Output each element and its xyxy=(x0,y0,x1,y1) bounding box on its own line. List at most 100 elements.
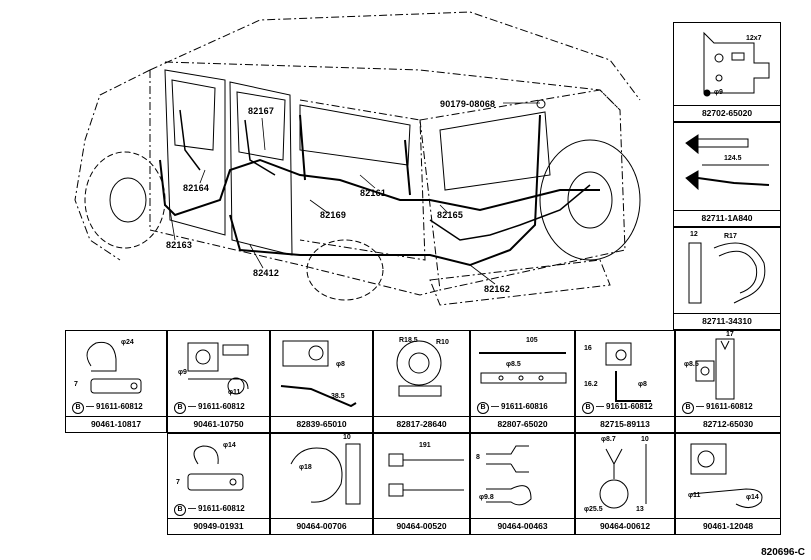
side-part-82702-65020: 12x7 φ9 82702-65020 xyxy=(673,22,781,122)
front-wheel-hub xyxy=(109,177,147,223)
part-number: 90464-00520 xyxy=(374,518,469,534)
roof-outline xyxy=(149,11,641,101)
callout-82167: 82167 xyxy=(248,106,275,116)
wire-harness xyxy=(159,158,600,217)
dim-124-5: 124.5 xyxy=(724,155,742,162)
bolt-symbol-icon: B xyxy=(682,402,694,414)
callout-82165: 82165 xyxy=(437,210,464,220)
strap-drawing xyxy=(688,242,766,304)
part-number: 90949-01931 xyxy=(168,518,269,534)
dimension-label: φ24 xyxy=(121,339,134,346)
dimension-label: 13 xyxy=(636,506,644,513)
wire-harness-2 xyxy=(229,114,541,267)
dimension-label: φ11 xyxy=(688,492,701,499)
bolt-symbol-icon: B xyxy=(174,402,186,414)
window-rear xyxy=(236,91,286,161)
dim-phi9: φ9 xyxy=(714,89,723,96)
window-front xyxy=(171,79,216,151)
dimension-label: 7 xyxy=(74,381,78,388)
bolt-number: 91611-60812 xyxy=(96,402,143,411)
front-wheel xyxy=(84,151,166,249)
spare-tire xyxy=(539,139,641,261)
part-drawing xyxy=(690,443,763,508)
callout-82161: 82161 xyxy=(360,188,387,198)
dimension-label: 16 xyxy=(584,345,592,352)
dimension-label: 10 xyxy=(343,434,351,441)
side-part-82711-1A840: 124.5 82711-1A840 xyxy=(673,122,781,227)
dimension-label: 8 xyxy=(476,454,480,461)
part-number: 82839-65010 xyxy=(271,416,372,432)
rear-window xyxy=(439,111,551,191)
bolt-number: 91611-60812 xyxy=(198,402,245,411)
bolt-number: 91611-60812 xyxy=(198,504,245,513)
dim-12: 12 xyxy=(690,231,698,238)
reference-code: 820696-C xyxy=(761,547,805,558)
dimension-label: φ25.5 xyxy=(584,506,603,513)
dimension-label: φ8 xyxy=(336,361,345,368)
part-cell-90464-00612: φ8.7 10 φ25.5 13 90464-00612 xyxy=(575,433,675,535)
dimension-label: φ8.5 xyxy=(506,361,521,368)
bracket-drawing xyxy=(703,31,770,97)
roof-inner xyxy=(164,61,621,111)
hood-outline xyxy=(74,69,151,261)
dimension-label: R10 xyxy=(436,339,449,346)
part-drawing xyxy=(187,445,244,491)
wire-harness-3 xyxy=(179,109,591,241)
part-cell-82839-65010: φ8 38.5 82839-65010 xyxy=(270,330,373,433)
dimension-label: 17 xyxy=(726,331,734,338)
leader-lines xyxy=(169,102,540,285)
callout-82169: 82169 xyxy=(320,210,347,220)
part-number: 90464-00706 xyxy=(271,518,372,534)
dimension-label: φ14 xyxy=(223,442,236,449)
bolt-reference: B—91611-60812 xyxy=(72,402,143,414)
part-number: 82712-65030 xyxy=(676,416,780,432)
callout-82412: 82412 xyxy=(253,268,280,278)
dimension-label: φ14 xyxy=(746,494,759,501)
clip-drawing xyxy=(685,134,770,191)
bolt-number: 91611-60816 xyxy=(501,402,548,411)
bolt-reference: B—91611-60812 xyxy=(682,402,753,414)
part-drawing xyxy=(290,443,361,505)
bolt-symbol-icon: B xyxy=(72,402,84,414)
dimension-label: 10 xyxy=(641,436,649,443)
side-part-82711-34310: 12 R17 82711-34310 xyxy=(673,227,781,330)
part-number: 90461-10817 xyxy=(66,416,166,432)
part-drawing xyxy=(187,342,249,395)
callout-82163: 82163 xyxy=(166,240,193,250)
part-number: 90464-00612 xyxy=(576,518,674,534)
dimension-label: φ9.8 xyxy=(479,494,494,501)
bolt-number: 91611-60812 xyxy=(706,402,753,411)
spare-tire-inner xyxy=(567,171,613,229)
dimension-label: φ11 xyxy=(228,389,241,396)
dimension-label: 38.5 xyxy=(331,393,345,400)
dimension-label: φ8 xyxy=(638,381,647,388)
dimension-label: 16.2 xyxy=(584,381,598,388)
bolt-reference: B—91611-60816 xyxy=(477,402,548,414)
dimension-label: φ8.7 xyxy=(601,436,616,443)
dimension-label: 7 xyxy=(176,479,180,486)
dimension-label: φ8.5 xyxy=(684,361,699,368)
part-drawing xyxy=(388,453,464,497)
part-drawing xyxy=(695,338,735,400)
vehicle-illustration: 82167 90179-08068 82164 82161 82169 8216… xyxy=(0,0,660,320)
callout-90179-08068: 90179-08068 xyxy=(440,99,496,109)
dimension-label: 105 xyxy=(526,337,538,344)
part-drawing xyxy=(605,342,651,402)
part-number: 82702-65020 xyxy=(674,105,780,121)
part-drawing xyxy=(599,444,647,509)
part-number: 90461-10750 xyxy=(168,416,269,432)
part-number: 82807-65020 xyxy=(471,416,574,432)
part-drawing xyxy=(280,340,357,408)
bolt-reference: B—91611-60812 xyxy=(174,504,245,516)
dim-12x7: 12x7 xyxy=(746,35,762,42)
part-number: 82711-34310 xyxy=(674,313,780,329)
dimension-label: R18.5 xyxy=(399,337,418,344)
